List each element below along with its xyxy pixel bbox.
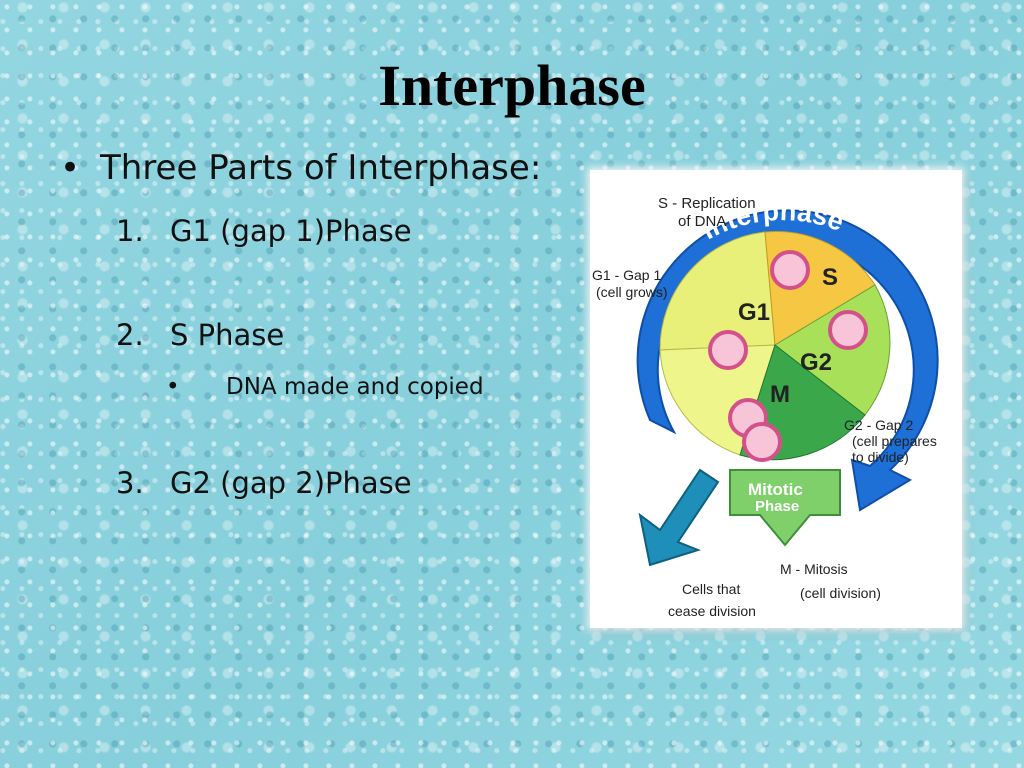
bullet-dot: • <box>166 374 180 400</box>
m-label-line1: M - Mitosis <box>780 561 848 577</box>
list-number: 3. <box>116 466 144 500</box>
m-label-line2: (cell division) <box>800 585 881 601</box>
sub-bullet-text: DNA made and copied <box>226 374 484 400</box>
list-item-s: 2. S Phase <box>116 318 284 352</box>
g1-segment <box>659 231 776 351</box>
s-segment-label: S <box>822 264 838 291</box>
mitotic-arrow <box>729 469 841 547</box>
cell-g1 <box>708 330 748 370</box>
list-item-g1: 1. G1 (gap 1)Phase <box>116 214 412 248</box>
list-number: 1. <box>116 214 144 248</box>
mitotic-label-2: Phase <box>755 498 799 515</box>
cell-cycle-diagram: Interphase G1 S G2 M Mitotic Phase S - R… <box>590 170 962 628</box>
g2-segment-label: G2 <box>800 349 832 376</box>
g2-label-line3: to divide) <box>852 449 909 465</box>
slide-title: Interphase <box>378 53 646 118</box>
g1-label-line2: (cell grows) <box>596 284 668 300</box>
m-segment-label: M <box>770 381 790 408</box>
main-bullet: • Three Parts of Interphase: <box>60 148 541 188</box>
s-label-line2: of DNA <box>678 213 726 230</box>
cell-s <box>770 250 810 290</box>
g2-label-line2: (cell prepares <box>852 433 937 449</box>
list-item-text: G2 (gap 2)Phase <box>170 466 412 500</box>
cell-g2 <box>828 310 868 350</box>
bullet-dot: • <box>60 148 81 188</box>
g1-label-line1: G1 - Gap 1 <box>592 267 661 283</box>
cell-cycle-svg: Interphase G1 S G2 M Mitotic Phase S - R… <box>592 195 939 619</box>
main-bullet-text: Three Parts of Interphase: <box>100 148 542 188</box>
list-item-g2: 3. G2 (gap 2)Phase <box>116 466 412 500</box>
list-number: 2. <box>116 318 144 352</box>
s-label-line1: S - Replication <box>658 195 756 212</box>
g2-label-line1: G2 - Gap 2 <box>844 417 913 433</box>
cease-label-line1: Cells that <box>682 581 740 597</box>
cease-division-arrow <box>638 468 720 567</box>
list-item-text: S Phase <box>170 318 285 352</box>
mitotic-label-1: Mitotic <box>748 480 803 499</box>
g1-segment-label: G1 <box>738 299 770 326</box>
cease-label-line2: cease division <box>668 603 756 619</box>
sub-bullet: • DNA made and copied <box>166 374 484 400</box>
cell-m-2 <box>742 422 782 462</box>
list-item-text: G1 (gap 1)Phase <box>170 214 412 248</box>
